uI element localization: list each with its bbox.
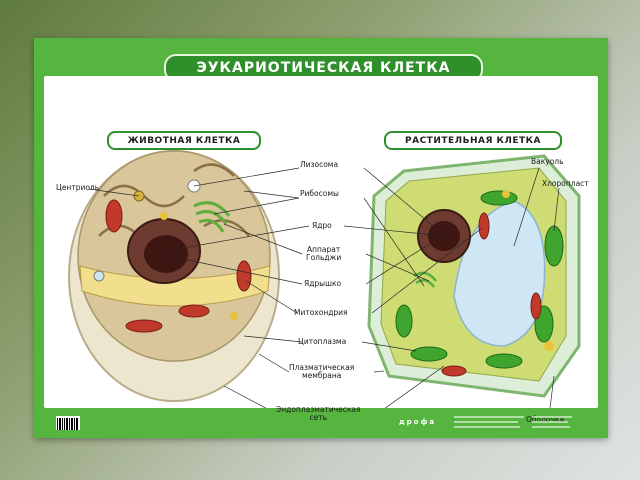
plant-vesicle-1 bbox=[502, 190, 510, 198]
animal-nucleolus bbox=[144, 235, 188, 273]
plant-mitochondrion-1 bbox=[478, 212, 490, 240]
label-membrane-line2: мембрана bbox=[301, 371, 342, 380]
label-lysosome: Лизосома bbox=[300, 160, 339, 169]
fineprint-line bbox=[454, 416, 524, 418]
animal-cell-subtitle: ЖИВОТНАЯ КЛЕТКА bbox=[107, 131, 261, 150]
fineprint-line bbox=[532, 421, 568, 423]
animal-cell bbox=[68, 150, 280, 402]
label-nucleolus: Ядрышко bbox=[304, 279, 342, 288]
plant-vesicle-2 bbox=[544, 341, 554, 351]
label-ribosomes: Рибосомы bbox=[300, 189, 339, 198]
label-golgi-line1: Аппарат bbox=[306, 245, 341, 254]
fineprint-line bbox=[532, 426, 570, 428]
label-golgi-line2: Гольджи bbox=[306, 253, 342, 262]
cell-diagram bbox=[68, 150, 581, 408]
animal-golgi bbox=[193, 201, 231, 233]
label-membrane-line1: Плазматическая bbox=[289, 363, 355, 372]
animal-mitochondrion-2 bbox=[236, 260, 252, 292]
fineprint-line bbox=[454, 426, 520, 428]
label-vacuole: Вакуоль bbox=[531, 157, 564, 166]
label-membrane: Плазматическая мембрана bbox=[289, 364, 354, 380]
publisher-logo: дрофа bbox=[399, 418, 437, 426]
plant-cell-subtitle-text: РАСТИТЕЛЬНАЯ КЛЕТКА bbox=[405, 135, 541, 146]
label-golgi: Аппарат Гольджи bbox=[306, 246, 341, 262]
label-er: Эндоплазматическая сеть bbox=[276, 406, 361, 422]
poster: ЭУКАРИОТИЧЕСКАЯ КЛЕТКА bbox=[34, 38, 608, 438]
animal-mitochondrion-1 bbox=[105, 199, 123, 233]
plant-chloroplast-1 bbox=[480, 190, 518, 206]
plant-chloroplast-2 bbox=[544, 225, 564, 267]
poster-title: ЭУКАРИОТИЧЕСКАЯ КЛЕТКА bbox=[196, 60, 451, 76]
plant-golgi bbox=[413, 271, 437, 288]
plant-mitochondrion-3 bbox=[441, 365, 467, 377]
plant-chloroplast-4 bbox=[410, 346, 448, 362]
fineprint-line bbox=[454, 421, 518, 423]
label-centriole: Центриоль bbox=[56, 183, 100, 192]
animal-vesicle-2 bbox=[93, 270, 105, 282]
animal-mitochondrion-4 bbox=[125, 319, 163, 333]
plant-chloroplast-5 bbox=[485, 353, 523, 369]
plant-mitochondrion-2 bbox=[530, 292, 542, 320]
label-cytoplasm: Цитоплазма bbox=[298, 337, 347, 346]
label-er-line1: Эндоплазматическая bbox=[276, 405, 361, 414]
animal-cell-subtitle-text: ЖИВОТНАЯ КЛЕТКА bbox=[127, 135, 241, 146]
animal-vesicle-1 bbox=[160, 212, 168, 220]
label-cell-wall: Оболочка bbox=[526, 415, 565, 424]
animal-vesicle-3 bbox=[230, 312, 238, 320]
barcode-icon bbox=[56, 416, 80, 430]
poster-footer: дрофа bbox=[34, 408, 608, 438]
label-chloroplast: Хлоропласт bbox=[542, 179, 589, 188]
plant-chloroplast-3 bbox=[395, 304, 413, 338]
fineprint-line bbox=[532, 416, 572, 418]
label-nucleus: Ядро bbox=[312, 221, 332, 230]
label-mitochondria: Митохондрия bbox=[294, 308, 348, 317]
leader-lines bbox=[88, 167, 560, 408]
diagram-panel: ЖИВОТНАЯ КЛЕТКА РАСТИТЕЛЬНАЯ КЛЕТКА Цент… bbox=[44, 76, 598, 424]
animal-mitochondrion-3 bbox=[178, 304, 210, 318]
plant-cell-subtitle: РАСТИТЕЛЬНАЯ КЛЕТКА bbox=[384, 131, 562, 150]
label-er-line2: сеть bbox=[309, 413, 328, 422]
plant-cell bbox=[367, 154, 581, 398]
